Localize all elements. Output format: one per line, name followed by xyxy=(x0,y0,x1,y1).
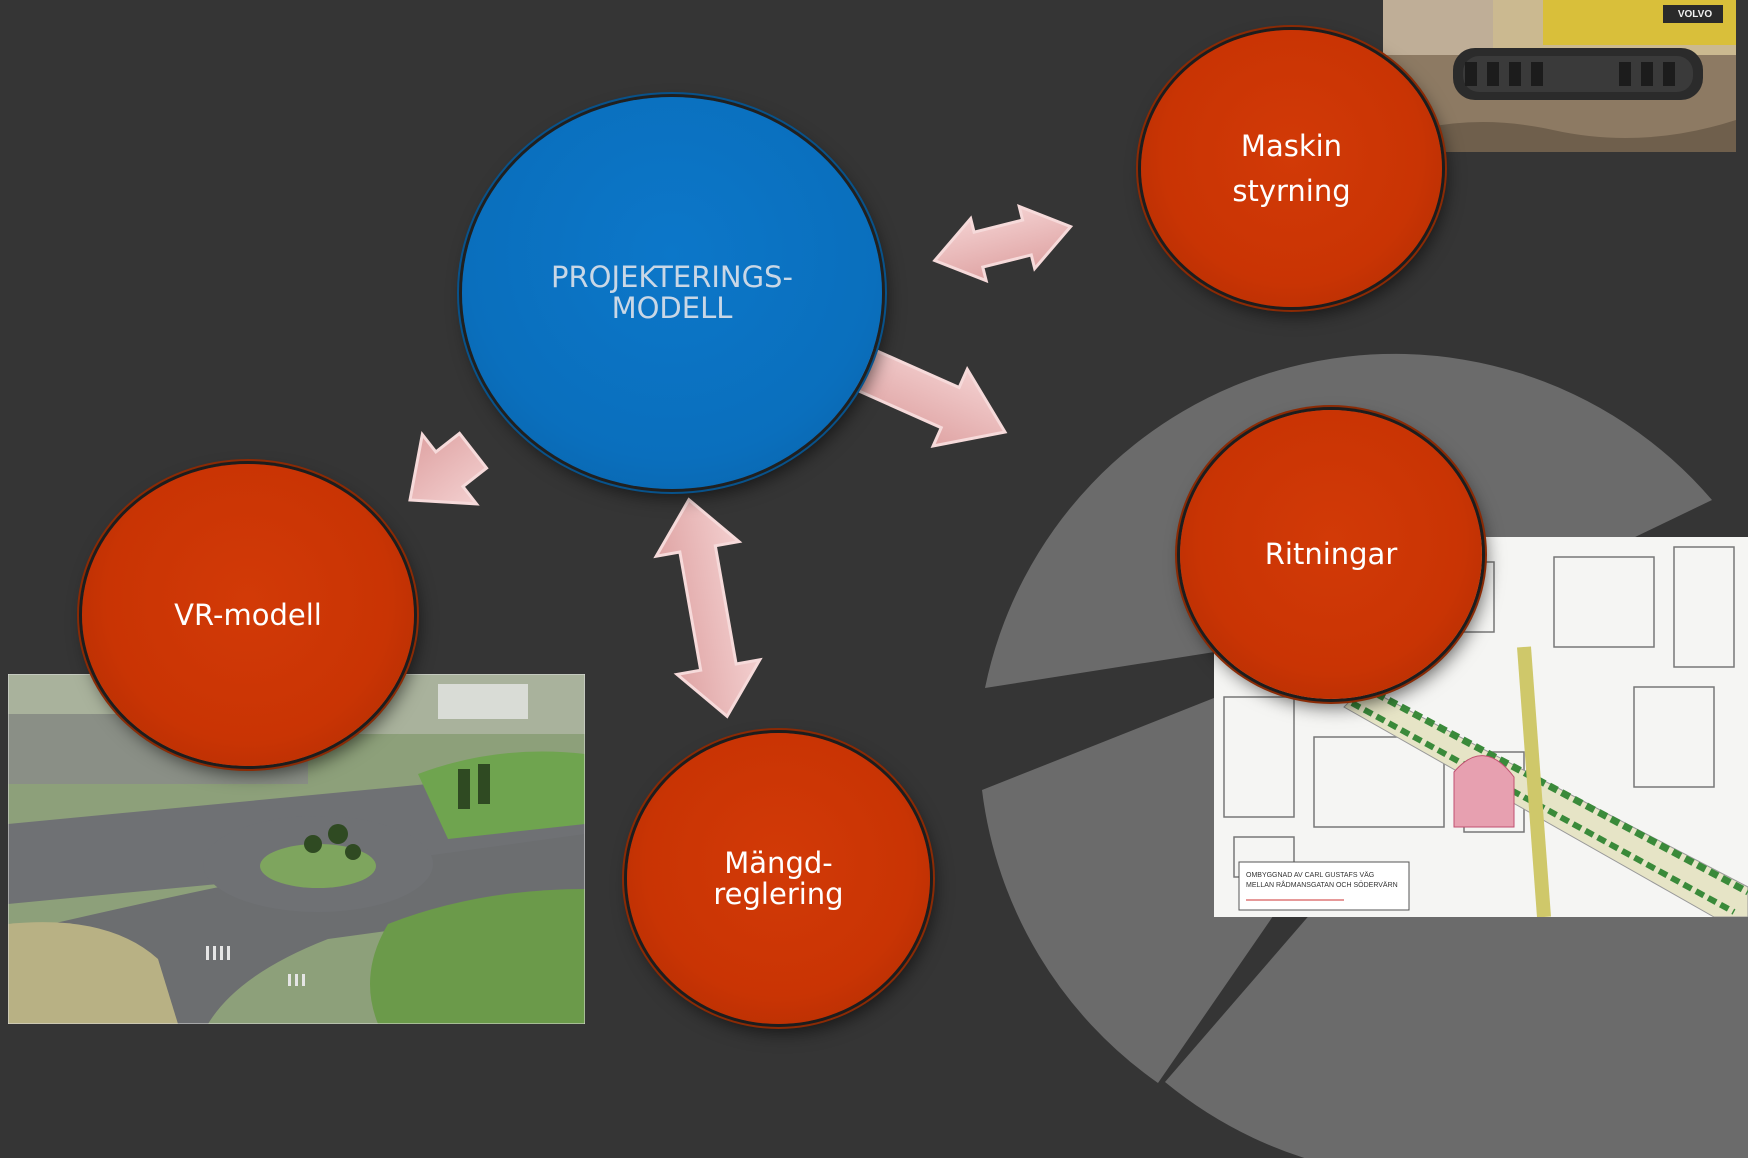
drawing-caption-line-1: OMBYGGNAD AV CARL GUSTAFS VÄG xyxy=(1246,871,1374,879)
node-maskinstyrning-label: Maskin styrning xyxy=(1232,128,1351,208)
node-vr-modell-label: VR-modell xyxy=(174,597,322,632)
node-maskinstyrning: Maskin styrning xyxy=(1141,30,1442,307)
node-vr-modell: VR-modell xyxy=(82,464,414,766)
node-mangdreglering: Mängd- reglering xyxy=(627,733,930,1024)
arrow-center-mangd xyxy=(653,497,763,719)
node-ritningar: Ritningar xyxy=(1180,410,1482,699)
node-projekteringsmodell: PROJEKTERINGS- MODELL xyxy=(462,97,882,489)
arrow-center-maskin xyxy=(932,204,1074,284)
arrow-center-vr xyxy=(408,431,489,506)
excavator-brand-text: VOLVO xyxy=(1678,9,1712,20)
excavator-photo: VOLVO xyxy=(1383,0,1736,152)
node-projekteringsmodell-label: PROJEKTERINGS- MODELL xyxy=(551,259,793,325)
node-ritningar-label: Ritningar xyxy=(1264,537,1398,572)
drawing-caption-line-2: MELLAN RÅDMANSGATAN OCH SÖDERVÄRN xyxy=(1246,880,1398,889)
node-mangdreglering-label: Mängd- reglering xyxy=(713,846,844,911)
